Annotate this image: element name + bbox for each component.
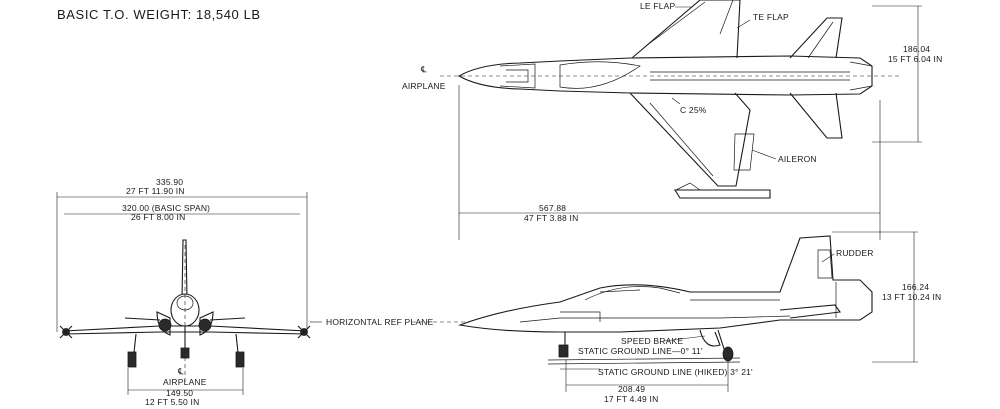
aileron-label: AILERON	[778, 154, 817, 164]
wheelbase-ft: 17 FT 4.49 IN	[604, 394, 658, 404]
front-basic-span-in: 320.00 (BASIC SPAN)	[122, 203, 210, 213]
aileron-surface	[733, 133, 755, 171]
speed-brake-label: SPEED BRAKE	[621, 336, 683, 346]
ref-plane-label: HORIZONTAL REF PLANE	[326, 317, 434, 327]
centerline-symbol: ℄	[420, 64, 427, 74]
canopy-plan	[559, 61, 641, 89]
static-ground-hiked-label: STATIC GROUND LINE (HIKED) 3° 21'	[598, 367, 753, 377]
wheelbase-in: 208.49	[618, 384, 645, 394]
te-flap-label: TE FLAP	[753, 12, 789, 22]
right-tip-missile	[297, 325, 311, 339]
front-span-in: 335.90	[156, 177, 183, 187]
chord-label: C 25%	[680, 105, 707, 115]
upper-tail	[789, 17, 843, 59]
front-fin	[181, 239, 188, 301]
front-track-ft: 12 FT 5.50 IN	[145, 397, 199, 407]
upper-wing	[631, 0, 741, 59]
top-height-in: 186.04	[903, 44, 930, 54]
front-span-ft: 27 FT 11.90 IN	[126, 186, 185, 196]
top-length-in: 567.88	[539, 203, 566, 213]
side-rudder	[817, 249, 833, 279]
lower-tail	[789, 92, 843, 139]
side-height-ft: 13 FT 10.24 IN	[882, 292, 941, 302]
fuselage-plan	[457, 55, 873, 96]
wingtip-missile	[674, 189, 771, 199]
lower-wing	[629, 92, 751, 187]
rudder-label: RUDDER	[836, 248, 874, 258]
left-tip-missile	[59, 325, 73, 339]
side-view: RUDDER SPEED BRAKE STATIC GROUND LINE—0°…	[457, 231, 941, 404]
side-height-in: 166.24	[902, 282, 929, 292]
static-ground-label: STATIC GROUND LINE—0° 11'	[578, 346, 703, 356]
weight-title: BASIC T.O. WEIGHT: 18,540 LB	[57, 7, 261, 22]
speed-brake	[699, 329, 721, 347]
front-centerline-label: AIRPLANE	[163, 377, 207, 387]
top-view: LE FLAP TE FLAP ℄ AIRPLANE C 25% AILERON…	[402, 0, 942, 240]
le-flap-label: LE FLAP	[640, 1, 676, 11]
top-height-ft: 15 FT 6.04 IN	[888, 54, 942, 64]
front-track-in: 149.50	[166, 388, 193, 398]
side-canopy	[584, 286, 681, 301]
centerline-label: AIRPLANE	[402, 81, 446, 91]
front-basic-span-ft: 26 FT 8.00 IN	[131, 212, 185, 222]
front-view: 335.90 27 FT 11.90 IN 320.00 (BASIC SPAN…	[56, 177, 470, 407]
side-fuselage	[457, 235, 873, 333]
top-length-ft: 47 FT 3.88 IN	[524, 213, 578, 223]
front-centerline-symbol: ℄	[177, 366, 184, 376]
